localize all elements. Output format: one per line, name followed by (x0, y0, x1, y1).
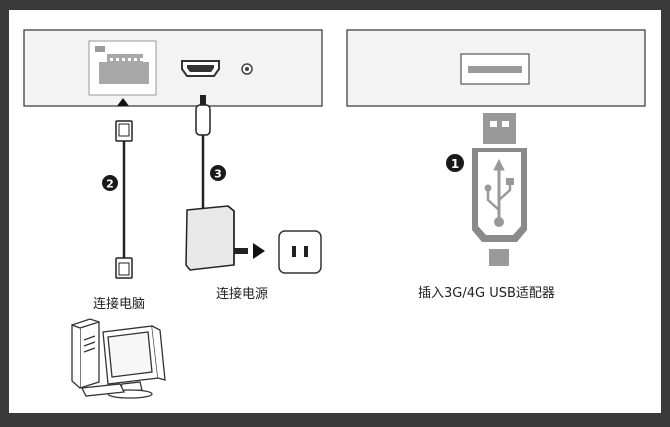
power-cable-icon (195, 95, 211, 208)
step-3-label: 连接电源 (216, 287, 269, 302)
desktop-computer-icon (71, 318, 166, 399)
dc-power-port-icon (241, 63, 253, 75)
usb-port-icon (460, 53, 530, 85)
port-indicator-arrow (117, 98, 129, 106)
step-2-marker: 2 (102, 175, 118, 191)
hdmi-port-icon (181, 60, 220, 77)
ethernet-port-icon (88, 40, 157, 96)
router-box-icon (23, 29, 323, 107)
step-1-label: 插入3G/4G USB适配器 (418, 286, 555, 301)
power-adapter-icon (185, 205, 265, 271)
step-3-marker: 3 (210, 165, 226, 181)
step-1-marker: 1 (446, 154, 464, 172)
usb-symbol-icon (484, 158, 514, 227)
step-2-number: 2 (106, 178, 114, 191)
step-3-number: 3 (214, 168, 222, 181)
step-2-label: 连接电脑 (93, 297, 146, 312)
wall-outlet-icon (278, 230, 322, 274)
ethernet-cable-icon (115, 120, 133, 279)
step-1-number: 1 (451, 157, 459, 171)
